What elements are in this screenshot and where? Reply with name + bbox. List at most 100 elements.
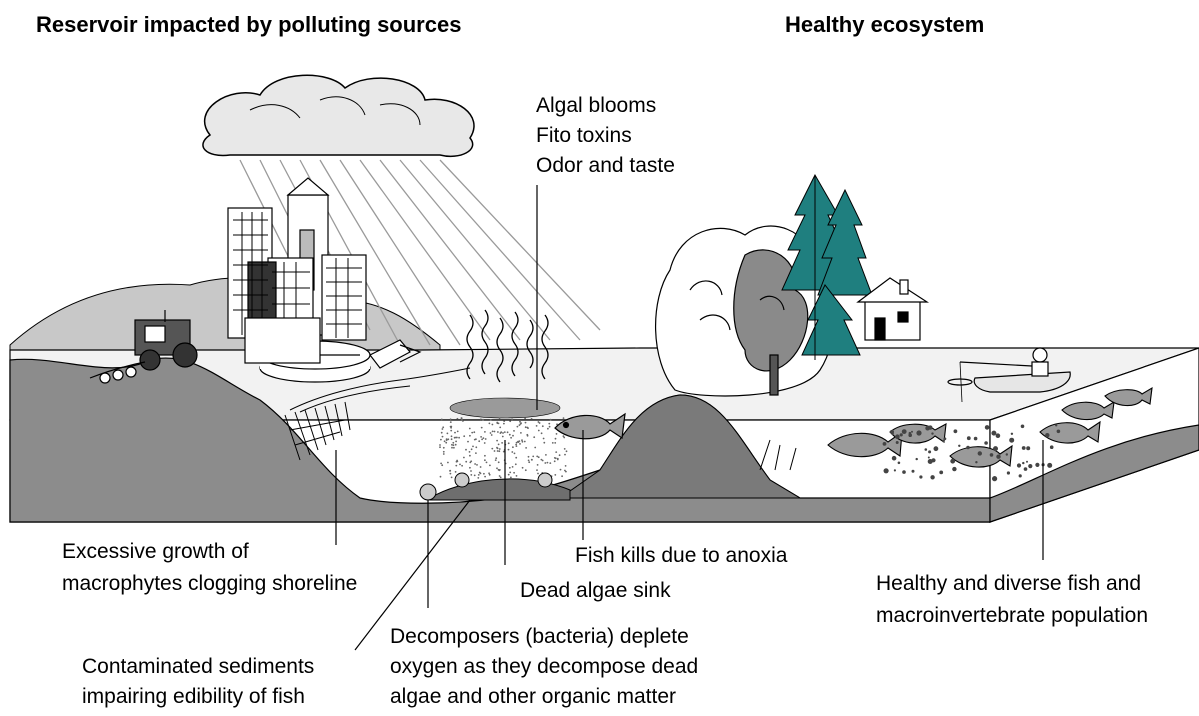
algae-particle (527, 427, 529, 429)
label-algal-2: Fito toxins (536, 124, 632, 147)
algae-particle (518, 424, 521, 426)
algae-particle (521, 466, 524, 469)
algae-particle (496, 439, 498, 442)
algae-particle (460, 417, 463, 420)
algae-particle (540, 432, 543, 435)
algae-particle (507, 442, 510, 445)
macroinvertebrates (882, 424, 1061, 482)
algae-particle (514, 463, 517, 466)
algae-particle (548, 425, 551, 428)
invertebrate-speck (893, 469, 897, 472)
label-macrophytes-1: Excessive growth of (62, 540, 249, 563)
title-healthy: Healthy ecosystem (785, 12, 984, 37)
conifer-trees-icon (781, 173, 873, 360)
invertebrate-speck (942, 439, 945, 443)
algae-particle (480, 436, 482, 438)
algae-particle (484, 459, 486, 462)
title-polluted: Reservoir impacted by polluting sources (36, 12, 461, 37)
algae-particle (545, 454, 547, 456)
algae-particle (490, 434, 493, 436)
algae-particle (498, 450, 501, 453)
algae-particle (517, 440, 519, 443)
algae-particle (450, 429, 453, 432)
algae-particle (554, 474, 557, 476)
algae-particle (470, 470, 472, 472)
algae-particle (485, 461, 488, 464)
algae-particle (453, 446, 455, 449)
algae-particle (519, 420, 521, 423)
algae-particle (551, 442, 554, 444)
invertebrate-speck (915, 457, 918, 461)
invertebrate-speck (1055, 424, 1058, 427)
algae-particle (442, 453, 445, 455)
algae-particle (554, 442, 557, 444)
algae-particle (456, 417, 459, 420)
invertebrate-speck (1016, 463, 1022, 468)
invertebrate-speck (931, 432, 934, 435)
label-healthy-1: Healthy and diverse fish and (876, 572, 1141, 595)
algae-particle (564, 465, 567, 467)
algae-particle (502, 450, 505, 453)
algae-particle (447, 438, 450, 441)
algae-particle (442, 426, 445, 429)
label-fish-kills: Fish kills due to anoxia (575, 544, 788, 567)
algae-particle (498, 448, 501, 450)
algae-particle (483, 442, 486, 444)
algae-particle (454, 431, 456, 434)
algae-particle (488, 473, 491, 476)
invertebrate-speck (928, 450, 932, 454)
algae-particle (450, 476, 453, 479)
algae-particle (449, 472, 452, 475)
algae-particle (463, 456, 465, 459)
invertebrate-speck (882, 442, 887, 446)
algae-particle (541, 425, 544, 428)
algae-particle (513, 471, 515, 474)
label-sediments-1: Contaminated sediments (82, 655, 314, 678)
invertebrate-speck (927, 456, 930, 459)
algae-particle (465, 460, 468, 463)
invertebrate-speck (973, 436, 978, 441)
algae-particle (501, 435, 504, 438)
invertebrate-speck (1018, 474, 1022, 478)
algae-particle (497, 468, 500, 471)
algae-particle (499, 469, 501, 471)
algae-particle (440, 438, 442, 441)
algae-particle (451, 443, 453, 446)
algae-particle (503, 420, 506, 422)
invertebrate-speck (995, 433, 1001, 439)
algae-particle (509, 420, 512, 423)
algae-particle (493, 430, 496, 433)
algae-particle (559, 468, 562, 471)
algae-particle (524, 469, 527, 472)
algae-particle (519, 423, 522, 425)
algae-particle (499, 426, 502, 429)
algae-particle (547, 427, 549, 430)
algae-particle (533, 436, 536, 439)
algae-particle (491, 447, 494, 450)
algae-particle (440, 462, 442, 465)
algae-particle (497, 461, 500, 464)
label-macrophytes-2: macrophytes clogging shoreline (62, 572, 357, 595)
invertebrate-speck (1026, 460, 1028, 463)
algae-particle (459, 463, 461, 466)
invertebrate-speck (931, 458, 936, 463)
algae-particle (450, 435, 453, 438)
algae-particle (563, 436, 566, 439)
label-healthy-2: macroinvertebrate population (876, 604, 1148, 627)
algae-particle (474, 463, 476, 465)
algae-particle (451, 446, 453, 449)
invertebrate-speck (1006, 471, 1011, 475)
algae-particle (476, 464, 478, 466)
algae-particle (549, 418, 552, 421)
algae-particle (511, 418, 513, 421)
invertebrate-speck (966, 445, 970, 450)
macrophytes-icon (284, 401, 351, 461)
algae-particle (501, 442, 503, 444)
algae-particle (565, 450, 568, 453)
algae-particle (534, 446, 537, 449)
algae-particle (461, 419, 463, 422)
algae-particle (489, 464, 491, 467)
algae-particle (530, 418, 533, 420)
